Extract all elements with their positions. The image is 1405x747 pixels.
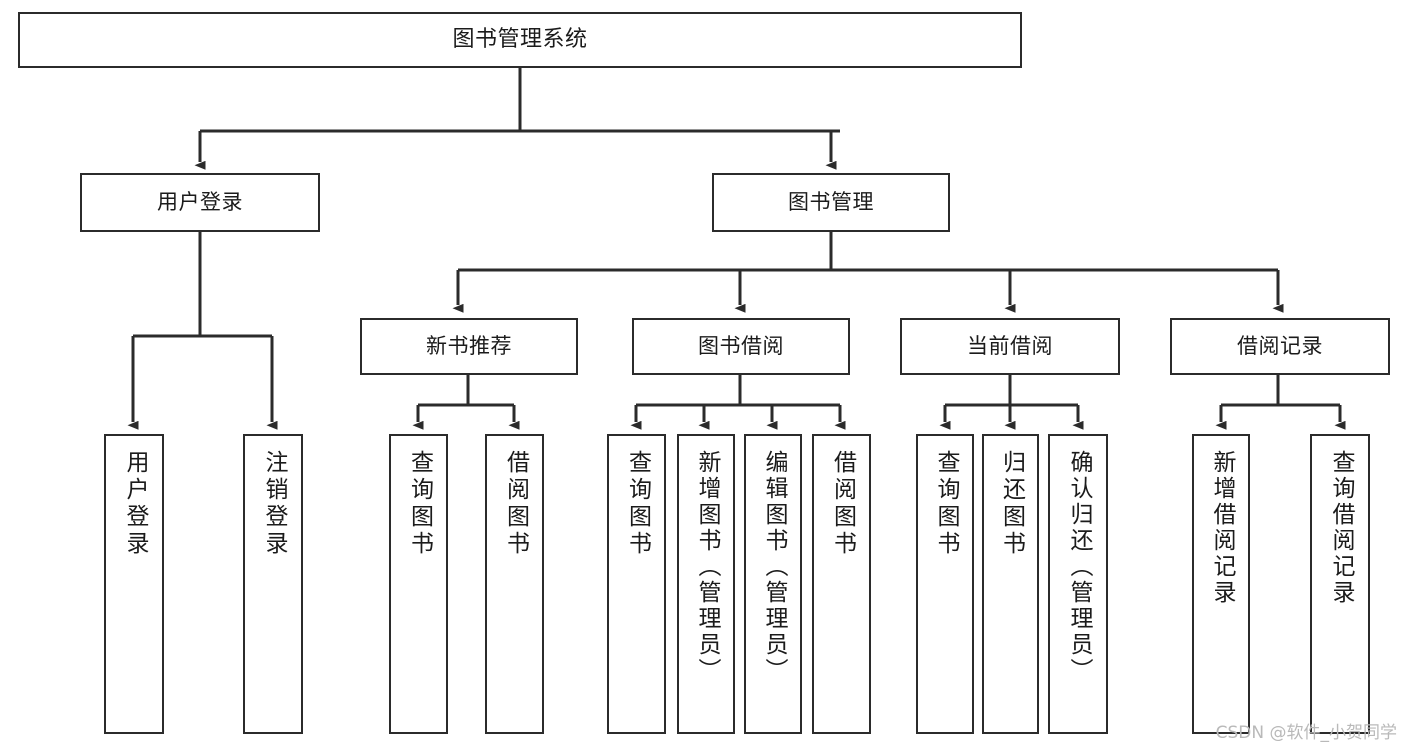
leaf-recommend-borrow-book[interactable]: 借阅图书 xyxy=(485,434,544,734)
node-label: 查询图书 xyxy=(624,450,651,558)
node-root-system[interactable]: 图书管理系统 xyxy=(18,12,1022,68)
node-label: 新增图书（管理员） xyxy=(693,450,720,684)
leaf-borrow-add-book-admin[interactable]: 新增图书（管理员） xyxy=(677,434,735,734)
leaf-user-login-login[interactable]: 用户登录 xyxy=(104,434,164,734)
node-borrow-record[interactable]: 借阅记录 xyxy=(1170,318,1390,375)
node-label: 查询图书 xyxy=(932,450,959,558)
leaf-record-query-borrow-record[interactable]: 查询借阅记录 xyxy=(1310,434,1370,734)
leaf-current-confirm-return-admin[interactable]: 确认归还（管理员） xyxy=(1048,434,1108,734)
watermark-text: CSDN @软件_小贺同学 xyxy=(1215,723,1397,743)
node-label: 用户登录 xyxy=(157,190,243,215)
node-book-borrow[interactable]: 图书借阅 xyxy=(632,318,850,375)
node-label: 图书管理 xyxy=(788,190,874,215)
node-label: 借阅记录 xyxy=(1237,334,1323,359)
node-label: 用户登录 xyxy=(121,450,148,558)
node-current-borrow[interactable]: 当前借阅 xyxy=(900,318,1120,375)
node-label: 注销登录 xyxy=(260,450,287,558)
node-label: 确认归还（管理员） xyxy=(1065,450,1092,684)
leaf-user-login-logout[interactable]: 注销登录 xyxy=(243,434,303,734)
leaf-recommend-query-book[interactable]: 查询图书 xyxy=(389,434,448,734)
node-label: 借阅图书 xyxy=(502,450,529,558)
leaf-record-add-borrow-record[interactable]: 新增借阅记录 xyxy=(1192,434,1250,734)
node-label: 图书管理系统 xyxy=(452,27,588,53)
node-label: 图书借阅 xyxy=(698,334,784,359)
node-label: 借阅图书 xyxy=(829,450,856,558)
leaf-borrow-borrow-book[interactable]: 借阅图书 xyxy=(812,434,871,734)
node-user-login[interactable]: 用户登录 xyxy=(80,173,320,232)
node-new-book-recommend[interactable]: 新书推荐 xyxy=(360,318,578,375)
node-label: 新增借阅记录 xyxy=(1208,450,1235,606)
leaf-current-query-book[interactable]: 查询图书 xyxy=(916,434,974,734)
leaf-borrow-edit-book-admin[interactable]: 编辑图书（管理员） xyxy=(744,434,802,734)
node-label: 查询借阅记录 xyxy=(1327,450,1354,606)
leaf-current-return-book[interactable]: 归还图书 xyxy=(982,434,1039,734)
node-label: 查询图书 xyxy=(406,450,433,558)
node-book-management[interactable]: 图书管理 xyxy=(712,173,950,232)
leaf-borrow-query-book[interactable]: 查询图书 xyxy=(607,434,666,734)
node-label: 当前借阅 xyxy=(967,334,1053,359)
node-label: 编辑图书（管理员） xyxy=(760,450,787,684)
node-label: 归还图书 xyxy=(998,450,1025,558)
node-label: 新书推荐 xyxy=(426,334,512,359)
